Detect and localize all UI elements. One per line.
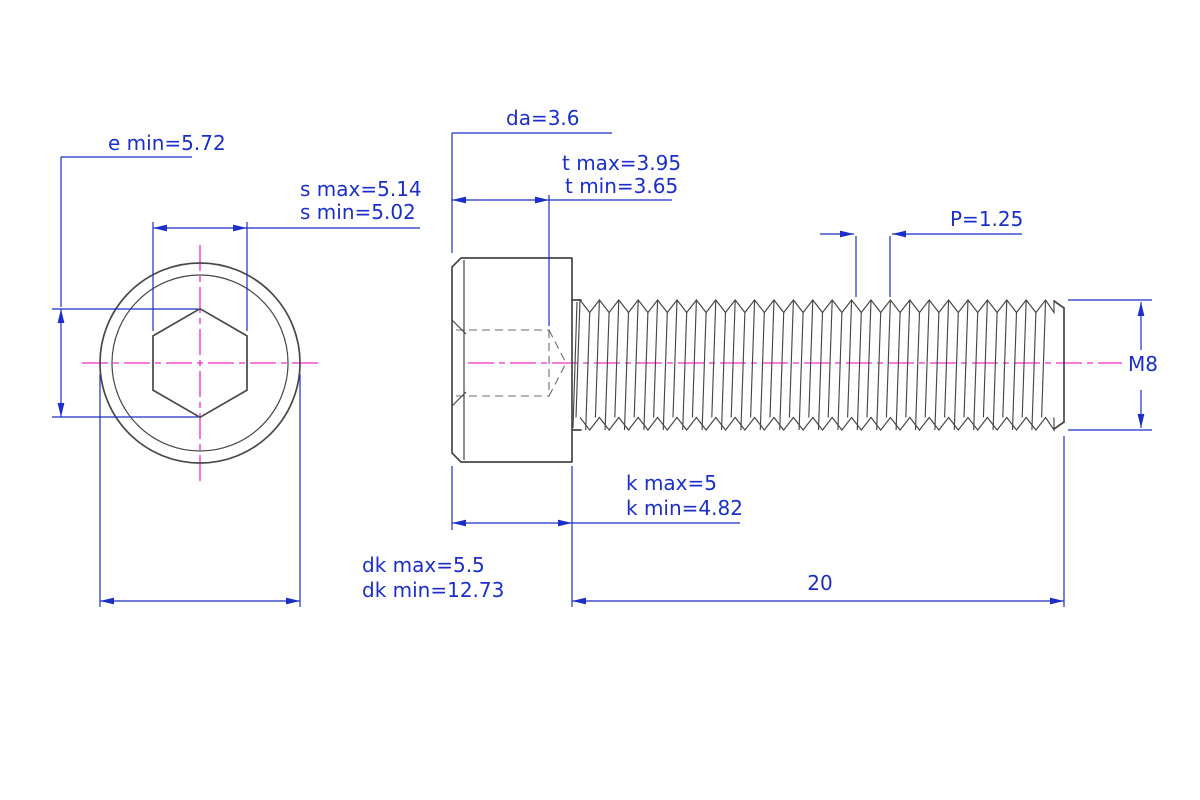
- dimension-s: [152, 222, 420, 331]
- t-max-label: t max=3.95: [562, 151, 681, 175]
- dimension-k: [451, 466, 740, 607]
- dimension-t: [452, 195, 672, 326]
- head-outline: [451, 257, 573, 463]
- dk-max-label: dk max=5.5: [362, 553, 485, 577]
- k-min-label: k min=4.82: [626, 496, 743, 520]
- head-outer-circle: [99, 262, 301, 464]
- length-label: 20: [807, 571, 832, 595]
- thread-size-label: M8: [1128, 352, 1158, 376]
- hex-socket-outline: [152, 307, 248, 419]
- thread-lines: [572, 299, 1055, 432]
- p-label: P=1.25: [950, 207, 1023, 231]
- dimension-p: [820, 230, 1022, 297]
- side-view: da=3.6 t max=3.95 t min=3.65 P=1.25 M8: [451, 106, 1158, 607]
- hex-socket-hidden: [456, 329, 567, 397]
- centerlines-front: [82, 245, 318, 481]
- dimension-e: [52, 156, 198, 418]
- e-min-label: e min=5.72: [108, 131, 226, 155]
- dimension-da: [451, 132, 612, 253]
- da-label: da=3.6: [506, 106, 580, 130]
- head-chamfer-circle: [111, 274, 289, 452]
- dimension-dk: [99, 374, 301, 607]
- dk-min-label: dk min=12.73: [362, 578, 504, 602]
- t-min-label: t min=3.65: [565, 174, 678, 198]
- dimension-m8: [1068, 299, 1152, 431]
- s-max-label: s max=5.14: [300, 177, 422, 201]
- k-max-label: k max=5: [626, 471, 717, 495]
- dimension-length: [572, 436, 1065, 607]
- s-min-label: s min=5.02: [300, 200, 416, 224]
- front-view: e min=5.72 s max=5.14 s min=5.02 dk max=…: [52, 131, 504, 607]
